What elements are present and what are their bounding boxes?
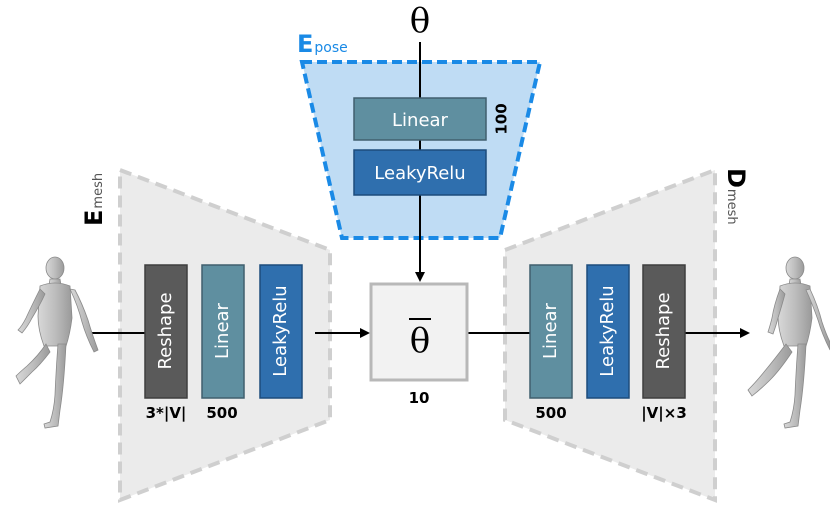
decoder-reshape-layer: [642, 264, 686, 399]
theta-input-symbol: θ: [410, 1, 430, 41]
decoder-output-size-label: |V|×3: [641, 404, 687, 423]
mesh-encoder-label-main: E: [80, 210, 108, 226]
encoder-leakyrelu-layer: [259, 264, 303, 399]
decoder-linear-label: Linear: [540, 302, 561, 359]
latent-theta-symbol: θ: [410, 321, 430, 361]
latent-size-label: 10: [409, 389, 430, 407]
pose-size-label: 100: [493, 103, 511, 134]
decoder-linear-layer: [529, 264, 573, 399]
encoder-linear-label: Linear: [212, 302, 233, 359]
mesh-encoder-label: Emesh: [80, 173, 108, 226]
pose-linear-label: Linear: [392, 110, 449, 131]
pose-linear-layer: [353, 97, 487, 141]
latent-box: [369, 282, 469, 382]
decoder-leakyrelu-layer: [586, 264, 630, 399]
pose-encoder-label-sub: pose: [314, 40, 347, 56]
mesh-encoder-label-sub: mesh: [91, 173, 106, 209]
output-human-mesh: [747, 256, 830, 429]
decoder-leakyrelu-label: LeakyRelu: [597, 285, 618, 376]
pose-encoder-label: Epose: [297, 30, 348, 58]
encoder-leakyrelu-label: LeakyRelu: [270, 285, 291, 376]
encoder-reshape-label: Reshape: [155, 292, 176, 369]
encoder-reshape-layer: [144, 264, 188, 399]
encoder-hidden-size-label: 500: [206, 404, 237, 422]
decoder-reshape-label: Reshape: [653, 292, 674, 369]
pose-leakyrelu-layer: [353, 149, 487, 196]
pose-encoder-label-main: E: [297, 30, 313, 58]
decoder-hidden-size-label: 500: [535, 404, 566, 422]
encoder-linear-layer: [201, 264, 245, 399]
encoder-input-size-label: 3*|V|: [146, 404, 187, 423]
mesh-decoder-label-sub: mesh: [724, 189, 739, 225]
input-human-mesh: [15, 256, 99, 429]
mesh-decoder-label: Dmesh: [722, 168, 750, 225]
pose-leakyrelu-label: LeakyRelu: [374, 163, 465, 184]
mesh-decoder-label-main: D: [722, 168, 750, 188]
